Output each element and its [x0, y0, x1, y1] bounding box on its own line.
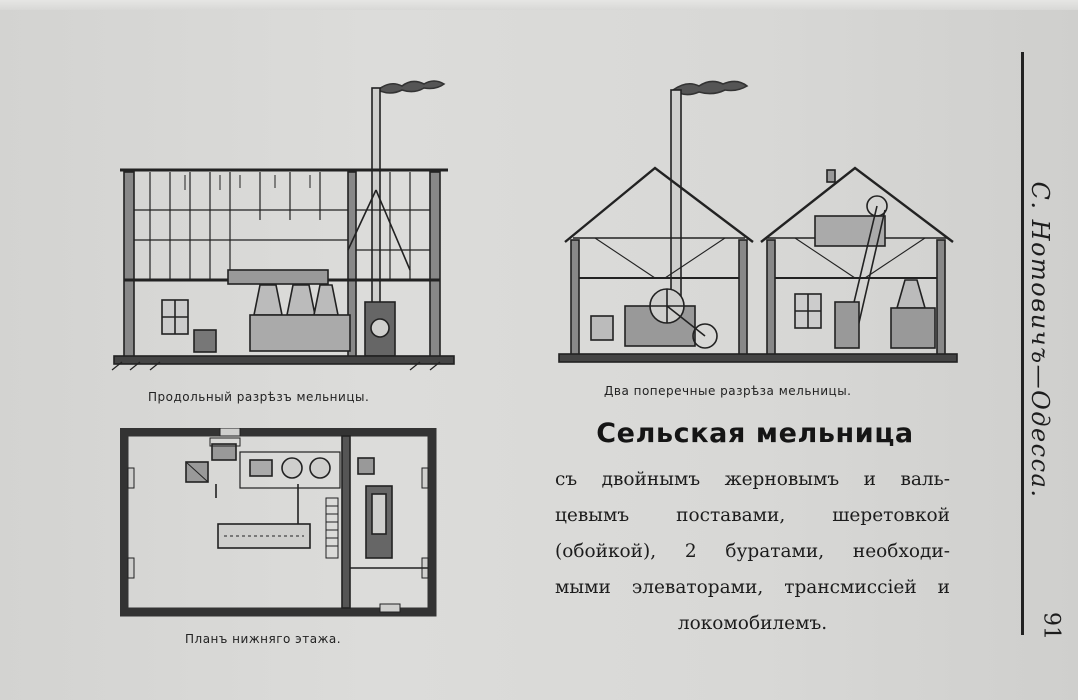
- cross-sections-caption: Два поперечные разрѣза мельницы.: [604, 384, 852, 398]
- page-top-edge: [0, 0, 1078, 10]
- side-running-header: С. Нотовичъ—Одесса.: [1026, 181, 1054, 499]
- longitudinal-caption: Продольный разрѣзъ мельницы.: [148, 390, 370, 404]
- page-number: 91: [1038, 612, 1064, 640]
- description-line: (обойкой), 2 буратами, необходи-: [555, 541, 950, 562]
- description-line: съ двойнымъ жерновымъ и валь-: [555, 469, 950, 490]
- description-line: мыми элеваторами, трансмиссіей и: [555, 577, 950, 598]
- longitudinal-section-drawing: [110, 70, 460, 375]
- description-line: цевымъ поставами, шеретовкой: [555, 505, 950, 526]
- ground-floor-plan-drawing: [120, 428, 440, 618]
- mill-description: съ двойнымъ жерновымъ и валь- цевымъ пос…: [555, 462, 950, 642]
- floor-plan-caption: Планъ нижняго этажа.: [185, 632, 342, 646]
- page-title: Сельская мельница: [596, 418, 914, 449]
- side-rule: [1021, 52, 1024, 635]
- description-line: локомобилемъ.: [677, 613, 828, 634]
- cross-sections-drawing: [555, 70, 960, 375]
